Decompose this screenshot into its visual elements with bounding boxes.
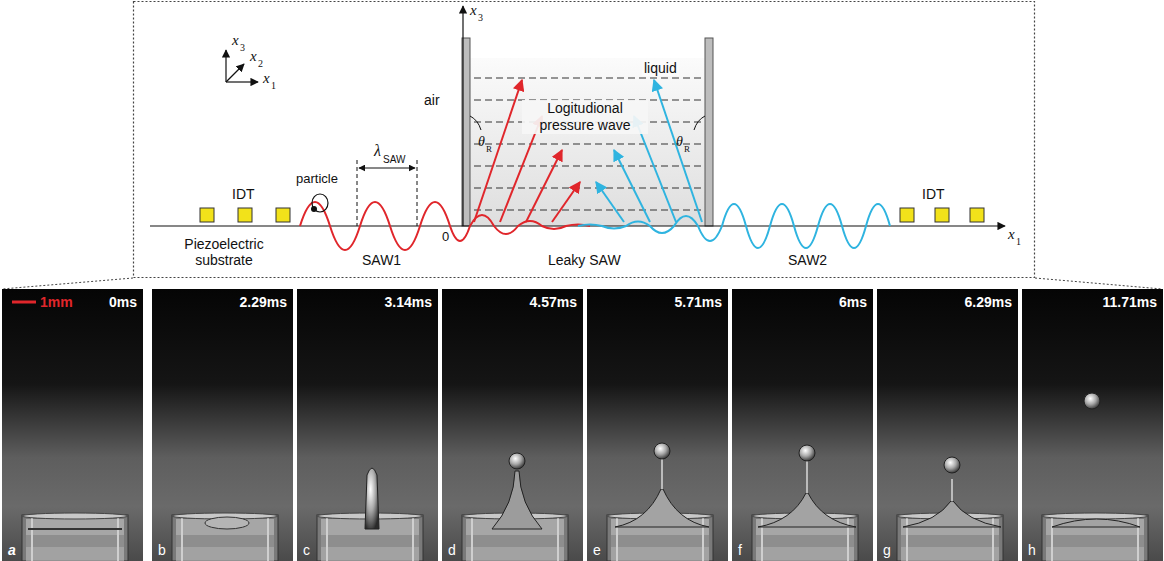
time-stamp: 6.29ms [965, 294, 1012, 310]
photo-frame: 4.57ms d [442, 289, 583, 561]
axis-label: x [232, 32, 239, 49]
zoom-line [2, 278, 133, 289]
panel-letter: b [158, 542, 166, 558]
photo-frames [2, 289, 1163, 561]
wave-label: Logitudional pressure wave [522, 100, 648, 134]
wavelength-marker [357, 160, 417, 226]
axis [462, 6, 463, 226]
time-stamp: 0ms [109, 294, 137, 310]
time-stamp: 11.71ms [1103, 294, 1158, 310]
panel-letter: d [448, 542, 456, 558]
time-stamp: 5.71ms [675, 294, 722, 310]
panel-letter: g [883, 542, 891, 558]
axis-label: x [470, 2, 477, 19]
time-stamp: 6ms [839, 294, 867, 310]
photo-frame: 1mm 0ms a [2, 289, 143, 561]
axis [150, 225, 1005, 226]
axis-subscript: 2 [258, 58, 263, 70]
wave-label: Leaky SAW [548, 252, 621, 268]
axis-label: x [1008, 226, 1015, 243]
photo-frame: 6ms f [732, 289, 873, 561]
saw-wave [578, 204, 890, 248]
idt-electrode [200, 208, 984, 222]
photo-frame: 6.29ms g [877, 289, 1018, 561]
time-stamp: 3.14ms [385, 294, 432, 310]
wave-fronts [474, 78, 701, 210]
medium-label: air [424, 92, 440, 108]
axis-subscript: 3 [240, 42, 245, 54]
axis-subscript: 1 [271, 80, 276, 92]
wavelength-label: λ [374, 142, 381, 160]
panel-letter: h [1028, 542, 1036, 558]
time-stamp: 2.29ms [240, 294, 287, 310]
angle-arc [694, 116, 705, 130]
photo-frame: 3.14ms c [297, 289, 438, 561]
container-wall [705, 38, 713, 226]
photo-frame: 2.29ms b [152, 289, 293, 561]
axis-label: x [250, 48, 257, 65]
angle-label: θ [676, 134, 683, 150]
wave-label: SAW2 [788, 252, 827, 268]
saw-wave [300, 202, 590, 250]
photo-frame: 11.71ms h [1022, 289, 1163, 561]
component-label: particle [296, 172, 338, 187]
panel-letter: a [8, 542, 16, 558]
component-label: IDT [232, 186, 255, 202]
angle-subscript: R [486, 144, 492, 154]
particle [311, 194, 328, 212]
frame [134, 2, 1035, 278]
time-stamp: 4.57ms [530, 294, 577, 310]
axis-label: x [263, 70, 270, 87]
axis-subscript: 1 [1016, 236, 1021, 248]
panel-letter: e [593, 542, 601, 558]
axis-subscript: 3 [478, 12, 483, 24]
wavelength-subscript: SAW [383, 154, 405, 166]
photo-frame: 5.71ms e [587, 289, 728, 561]
zoom-line [1035, 278, 1162, 289]
wave-label: SAW1 [362, 252, 401, 268]
substrate-label: Piezoelectric substrate [172, 236, 276, 268]
scale-bar-label: 1mm [40, 294, 73, 310]
panel-letter: c [303, 542, 310, 558]
angle-arc [470, 116, 481, 130]
panel-letter: f [738, 542, 742, 558]
angle-subscript: R [684, 144, 690, 154]
liquid [470, 58, 705, 226]
component-label: IDT [922, 186, 945, 202]
angle-label: θ [478, 134, 485, 150]
liquid-container: liquidLogitudional pressure wave [470, 40, 705, 226]
origin-label: 0 [442, 230, 449, 245]
medium-label: liquid [642, 60, 679, 76]
